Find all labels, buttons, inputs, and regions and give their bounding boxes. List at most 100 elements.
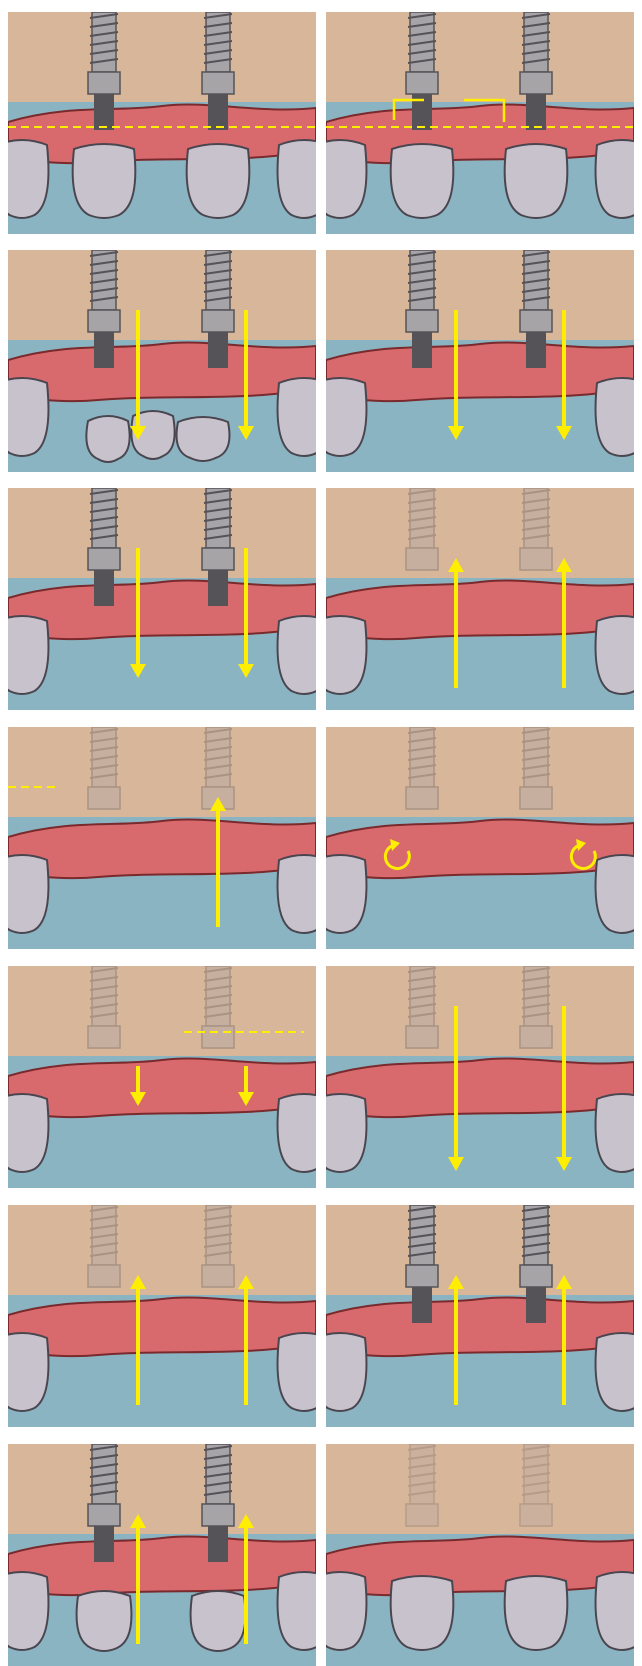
- implant-collar: [520, 1504, 552, 1526]
- tooth-left: [8, 855, 48, 933]
- implant-collar: [406, 787, 438, 809]
- tooth-left: [8, 616, 48, 694]
- gum: [8, 580, 316, 639]
- bone-area: [8, 250, 316, 340]
- implant-collar: [88, 310, 120, 332]
- crown-left: [73, 144, 136, 218]
- implant-collar: [406, 548, 438, 570]
- crown-right: [505, 1576, 568, 1650]
- tooth-left: [8, 378, 48, 456]
- implant-right: [520, 727, 552, 809]
- tooth-left: [326, 378, 366, 456]
- panel-4: [326, 250, 634, 472]
- gum: [8, 104, 316, 163]
- implant-collar: [520, 1265, 552, 1287]
- tooth-left: [326, 1572, 366, 1650]
- illustration-8: [326, 727, 634, 949]
- illustration-3: [8, 250, 316, 472]
- panel-7: [8, 727, 316, 949]
- implant-left: [406, 488, 438, 570]
- panel-11: [8, 1205, 316, 1427]
- illustration-12: [326, 1205, 634, 1427]
- tooth-right: [596, 1333, 634, 1411]
- tooth-right: [596, 140, 634, 218]
- implant-collar: [202, 1265, 234, 1287]
- abutment: [208, 1526, 228, 1562]
- abutment: [412, 1287, 432, 1323]
- implant-collar: [406, 1504, 438, 1526]
- panel-1: [8, 12, 316, 234]
- crown-left: [86, 416, 129, 462]
- tooth-left: [326, 140, 366, 218]
- tooth-right: [278, 855, 316, 933]
- gum: [8, 1058, 316, 1117]
- illustration-2: [326, 12, 634, 234]
- panel-14: [326, 1444, 634, 1666]
- bone-area: [8, 488, 316, 578]
- implant-collar: [520, 72, 552, 94]
- bone-area: [326, 1444, 634, 1534]
- crown-right: [191, 1591, 246, 1651]
- implant-left: [406, 727, 438, 809]
- crown-left: [391, 144, 454, 218]
- abutment: [412, 332, 432, 368]
- illustration-1: [8, 12, 316, 234]
- implant-collar: [88, 1265, 120, 1287]
- abutment: [208, 94, 228, 130]
- implant-collar: [88, 548, 120, 570]
- implant-left: [406, 966, 438, 1048]
- tooth-left: [326, 1333, 366, 1411]
- gum: [326, 1297, 634, 1356]
- implant-collar: [202, 548, 234, 570]
- gum: [8, 1297, 316, 1356]
- illustration-13: [8, 1444, 316, 1666]
- tooth-right: [278, 1333, 316, 1411]
- tooth-right: [596, 855, 634, 933]
- abutment: [94, 570, 114, 606]
- tooth-right: [596, 1094, 634, 1172]
- implant-left: [88, 1205, 120, 1287]
- bone-area: [326, 1205, 634, 1295]
- illustration-4: [326, 250, 634, 472]
- implant-collar: [406, 72, 438, 94]
- bone-area: [326, 250, 634, 340]
- illustration-9: [8, 966, 316, 1188]
- tooth-right: [596, 1572, 634, 1650]
- gum: [326, 819, 634, 878]
- abutment: [208, 332, 228, 368]
- tooth-left: [8, 1572, 48, 1650]
- panel-5: [8, 488, 316, 710]
- tooth-left: [326, 855, 366, 933]
- panel-2: [326, 12, 634, 234]
- gum: [326, 342, 634, 401]
- abutment: [208, 570, 228, 606]
- implant-collar: [520, 310, 552, 332]
- gum: [326, 104, 634, 163]
- panel-12: [326, 1205, 634, 1427]
- panel-8: [326, 727, 634, 949]
- tooth-right: [278, 140, 316, 218]
- crown-left: [77, 1591, 132, 1651]
- crown-right: [177, 417, 230, 461]
- bone-area: [326, 488, 634, 578]
- abutment: [94, 1526, 114, 1562]
- illustration-10: [326, 966, 634, 1188]
- implant-right: [202, 966, 234, 1048]
- illustration-7: [8, 727, 316, 949]
- implant-collar: [88, 787, 120, 809]
- implant-collar: [520, 548, 552, 570]
- tooth-left: [326, 616, 366, 694]
- implant-left: [88, 966, 120, 1048]
- bone-area: [326, 12, 634, 102]
- crown-right: [505, 144, 568, 218]
- tooth-left: [8, 1333, 48, 1411]
- implant-right: [202, 727, 234, 809]
- crown-right: [187, 144, 250, 218]
- tooth-right: [278, 1094, 316, 1172]
- tooth-left: [326, 1094, 366, 1172]
- abutment: [94, 332, 114, 368]
- gum: [8, 1536, 316, 1595]
- implant-collar: [202, 1026, 234, 1048]
- tooth-right: [278, 378, 316, 456]
- gum: [326, 1536, 634, 1595]
